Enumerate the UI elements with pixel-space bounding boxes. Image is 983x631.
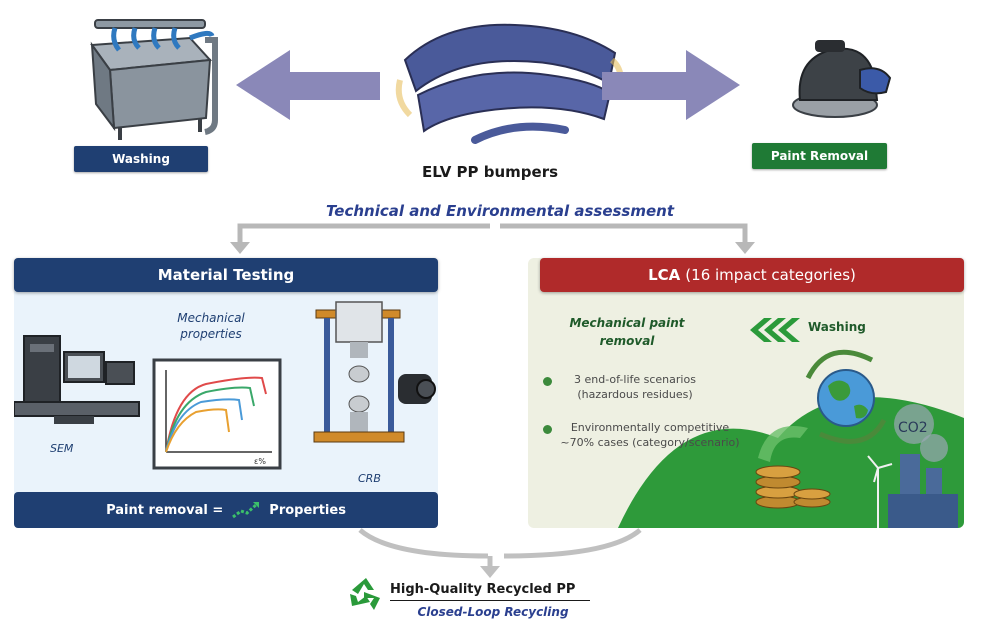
- lca-illustrations: CO2: [618, 318, 964, 528]
- lca-header-bold: LCA: [648, 266, 681, 284]
- lca-washing-label: Washing: [808, 320, 866, 334]
- properties-text: Properties: [269, 502, 346, 518]
- arrow-left-icon: [236, 50, 380, 120]
- convergence-arrows: [358, 528, 642, 578]
- paint-removal-equals-text: Paint removal =: [106, 502, 224, 518]
- sander-icon: [792, 40, 892, 118]
- washing-label: Washing: [74, 146, 208, 172]
- sem-label: SEM: [50, 442, 74, 455]
- washing-tank-icon: [90, 19, 218, 140]
- factory-icon: [888, 404, 958, 528]
- top-illustrations: [90, 19, 892, 144]
- coins-icon: [755, 465, 831, 509]
- eol-scenarios-text: 3 end-of-life scenarios (hazardous resid…: [574, 373, 696, 401]
- material-testing-header: Material Testing: [14, 258, 438, 292]
- environmentally-competitive-text: Environmentally competitive ~70% cases (…: [560, 421, 740, 449]
- branch-arrows: [230, 223, 755, 254]
- mechanical-properties-label: Mechanical properties: [177, 311, 245, 341]
- closed-loop-recycling-label: Closed-Loop Recycling: [417, 605, 569, 619]
- trend-up-icon: [232, 502, 260, 519]
- bumper-label: ELV PP bumpers: [421, 163, 559, 181]
- co2-label: CO2: [898, 420, 928, 436]
- bullet-dot-1: [543, 377, 552, 386]
- recycle-swirl-icon: [758, 426, 808, 462]
- outcome-underline: [390, 600, 590, 601]
- recycle-icon: [350, 578, 380, 610]
- material-testing-illustrations: ε%: [14, 301, 436, 470]
- crb-testing-machine-icon: [313, 301, 436, 443]
- sem-microscope-icon: [14, 335, 140, 424]
- chart-axis-label: ε%: [254, 457, 266, 466]
- lca-panel: CO2: [528, 258, 964, 528]
- paint-removal-label: Paint Removal: [752, 143, 887, 169]
- bumper-icon: [395, 23, 624, 144]
- stress-strain-chart: ε%: [152, 358, 282, 470]
- paint-removal-properties-banner: Paint removal = Properties: [14, 492, 438, 528]
- arrow-right-icon: [602, 50, 740, 120]
- mechanical-paint-removal-label: Mechanical paint removal: [569, 316, 685, 348]
- chevrons-left-icon: [750, 318, 800, 342]
- high-quality-recycled-pp-label: High-Quality Recycled PP: [390, 582, 576, 597]
- earth-globe-icon: [805, 349, 887, 444]
- crb-label: CRB: [358, 472, 381, 485]
- lca-header-rest: (16 impact categories): [685, 266, 856, 284]
- bullet-dot-2: [543, 425, 552, 434]
- lca-header: LCA (16 impact categories): [540, 258, 964, 292]
- wind-turbine-icon: [867, 455, 893, 528]
- assessment-title: Technical and Environmental assessment: [325, 202, 675, 220]
